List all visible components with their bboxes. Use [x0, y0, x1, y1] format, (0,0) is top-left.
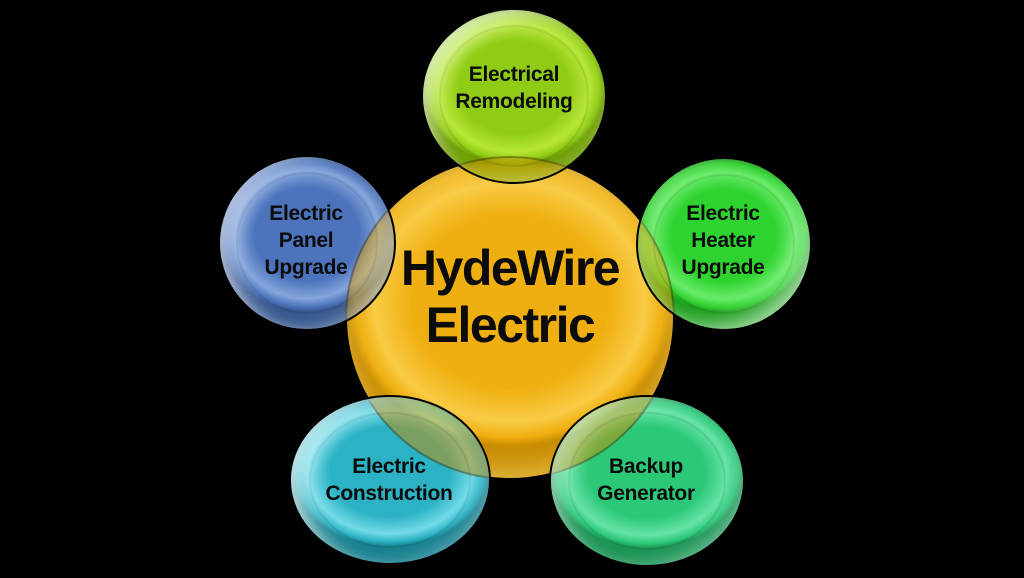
node-label-backup-generator: Backup Generator: [597, 455, 695, 505]
node-circle-electric-panel-upgrade: [218, 155, 396, 331]
node-circle-electric-heater-upgrade: [636, 157, 812, 331]
node-label-electric-heater-upgrade: Electric Heater Upgrade: [681, 202, 765, 279]
node-circle-electric-construction: [289, 395, 491, 565]
node-label-electrical-remodeling: Electrical Remodeling: [455, 63, 573, 113]
center-overlap-shade: [345, 157, 394, 329]
node-circle-backup-generator: [549, 395, 745, 567]
node-circle-electrical-remodeling: [421, 8, 607, 184]
center-overlap-shade: [638, 159, 675, 329]
center-node-label: HydeWire Electric: [400, 240, 621, 353]
center-overlap-shade: [423, 156, 605, 182]
node-label-electric-panel-upgrade: Electric Panel Upgrade: [264, 202, 348, 279]
node-label-electric-construction: Electric Construction: [325, 455, 453, 505]
